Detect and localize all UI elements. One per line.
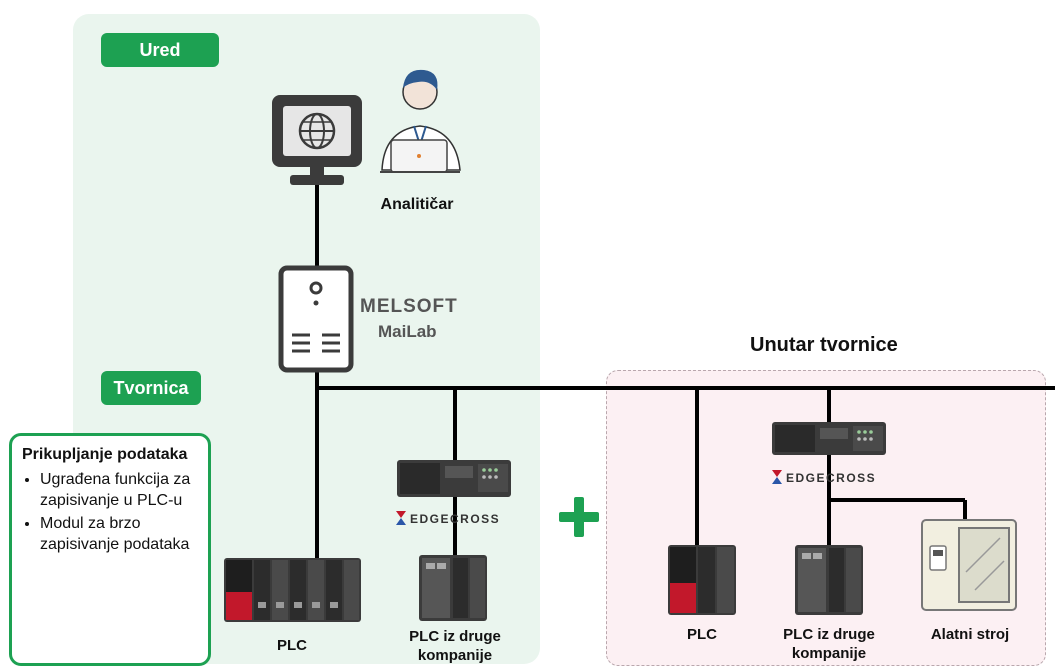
plc-right-label: PLC (687, 626, 717, 643)
office-label: Ured (101, 33, 219, 67)
data-collection-item: Ugrađena funkcija za zapisivanje u PLC-u (40, 469, 198, 511)
data-collection-list: Ugrađena funkcija za zapisivanje u PLC-u… (22, 469, 198, 555)
data-collection-box: Prikupljanje podataka Ugrađena funkcija … (9, 433, 211, 666)
machine-tool-icon (921, 519, 1017, 611)
server-icon (278, 265, 354, 373)
plc-right-icon (668, 545, 736, 615)
machine-tool-label: Alatni stroj (930, 626, 1010, 643)
other-plc-right-label: PLC iz druge kompanije (783, 626, 875, 662)
inside-factory-heading: Unutar tvornice (750, 334, 898, 356)
plc-left-icon (224, 558, 361, 622)
edgecross-device-right-icon (772, 422, 886, 455)
melsoft-label: MELSOFT (360, 296, 458, 317)
edgecross-device-left-icon (397, 460, 511, 497)
mailab-label: MaiLab (378, 322, 437, 341)
edgecross-right-label: EDGECROSS (786, 471, 877, 485)
plc-left-label: PLC (277, 637, 307, 654)
monitor-globe-icon (272, 95, 362, 185)
factory-label: Tvornica (101, 371, 201, 405)
data-collection-title: Prikupljanje podataka (22, 446, 188, 463)
data-collection-item: Modul za brzo zapisivanje podataka (40, 513, 198, 555)
plus-icon (559, 497, 599, 537)
edgecross-logo-left-icon (396, 511, 406, 525)
inside-factory-zone (606, 370, 1046, 666)
network-lines (315, 185, 1055, 560)
edgecross-left-label: EDGECROSS (410, 512, 501, 526)
analyst-person-icon (380, 69, 461, 173)
other-plc-left-icon (419, 555, 487, 621)
analyst-label: Analitičar (380, 196, 454, 213)
other-plc-right-icon (795, 545, 863, 615)
other-plc-left-label: PLC iz druge kompanije (409, 628, 501, 664)
edgecross-logo-right-icon (772, 470, 782, 484)
